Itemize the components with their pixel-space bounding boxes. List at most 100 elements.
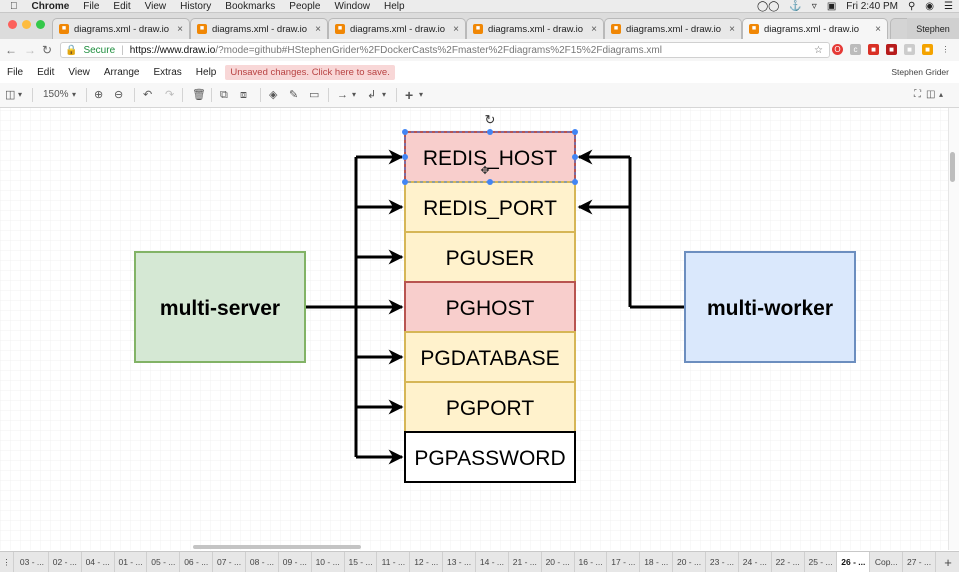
page-tab[interactable]: 06 - ... xyxy=(180,552,214,572)
chevron-down-icon[interactable]: ▾ xyxy=(18,90,23,99)
menubar-item-help[interactable]: Help xyxy=(376,0,405,12)
close-tab-icon[interactable]: × xyxy=(453,23,459,35)
menu-file[interactable]: File xyxy=(7,66,24,78)
window-zoom-button[interactable] xyxy=(36,20,45,29)
page-tab[interactable]: 22 - ... xyxy=(772,552,805,572)
docker-icon[interactable]: ⚓ xyxy=(789,0,802,12)
page-tab[interactable]: 23 - ... xyxy=(706,552,739,572)
chevron-down-icon[interactable]: ▾ xyxy=(352,90,357,99)
waypoints-icon[interactable]: ↲ xyxy=(367,89,377,101)
menubar-item-history[interactable]: History xyxy=(172,0,211,12)
rotate-handle-icon[interactable]: ↻ xyxy=(485,112,496,127)
env-var-pghost[interactable]: PGHOST xyxy=(404,281,576,333)
siri-icon[interactable]: ◉ xyxy=(925,0,935,12)
url-bar[interactable]: 🔒 Secure | https://www.draw.io /?mode=gi… xyxy=(60,42,830,58)
page-tab[interactable]: 01 - ... xyxy=(115,552,148,572)
chevron-down-icon[interactable]: ▾ xyxy=(419,90,424,99)
page-tab[interactable]: Cop... xyxy=(870,552,904,572)
shadow-icon[interactable]: ▭ xyxy=(309,89,320,101)
close-tab-icon[interactable]: × xyxy=(591,23,597,35)
page-tab[interactable]: 05 - ... xyxy=(147,552,181,572)
zoom-level[interactable]: 150% xyxy=(43,89,69,100)
page-tab[interactable]: 15 - ... xyxy=(345,552,378,572)
undo-icon[interactable]: ↶ xyxy=(143,89,153,101)
extension-red-icon[interactable]: ■ xyxy=(868,44,879,55)
zoom-dropdown-icon[interactable]: ▾ xyxy=(72,90,77,99)
browser-tab[interactable]: ■ diagrams.xml - draw.io × xyxy=(466,18,604,39)
page-tab[interactable]: 25 - ... xyxy=(805,552,838,572)
glasses-icon[interactable]: ◯◯ xyxy=(756,0,780,12)
close-tab-icon[interactable]: × xyxy=(729,23,735,35)
page-tab[interactable]: 26 - ... xyxy=(837,552,871,572)
browser-tab[interactable]: ■ diagrams.xml - draw.io × xyxy=(190,18,328,39)
bookmark-star-icon[interactable]: ☆ xyxy=(814,44,823,56)
extension-grey-icon[interactable]: ■ xyxy=(904,44,915,55)
page-tab[interactable]: 14 - ... xyxy=(476,552,509,572)
page-tab[interactable]: 16 - ... xyxy=(575,552,608,572)
back-icon[interactable]: ← xyxy=(5,43,17,57)
page-tab[interactable]: 04 - ... xyxy=(82,552,115,572)
forward-icon[interactable]: → xyxy=(24,43,36,57)
env-var-redis-host[interactable]: REDIS_HOST xyxy=(404,131,576,183)
page-tab[interactable]: 10 - ... xyxy=(312,552,345,572)
menubar-app-name[interactable]: Chrome xyxy=(24,0,70,12)
close-tab-icon[interactable]: × xyxy=(177,23,183,35)
line-color-icon[interactable]: ✎ xyxy=(289,89,299,101)
menu-arrange[interactable]: Arrange xyxy=(103,66,140,78)
redo-icon[interactable]: ↷ xyxy=(165,89,175,101)
fill-color-icon[interactable]: ◈ xyxy=(269,89,278,101)
notification-center-icon[interactable]: ☰ xyxy=(944,0,953,12)
apple-icon[interactable]:  xyxy=(10,1,18,12)
worker-connectors[interactable] xyxy=(577,149,685,309)
chrome-menu-icon[interactable]: ⋮ xyxy=(941,45,950,54)
vertical-scrollbar[interactable] xyxy=(948,108,959,550)
user-name[interactable]: Stephen Grider xyxy=(891,67,949,77)
fullscreen-icon[interactable]: ⛶ xyxy=(914,89,921,100)
format-panel-icon[interactable]: ◫ xyxy=(5,89,16,101)
zoom-in-icon[interactable]: ⊕ xyxy=(94,89,104,101)
page-tab[interactable]: 27 - ... xyxy=(903,552,936,572)
extension-shield-icon[interactable]: ■ xyxy=(886,44,897,55)
add-page-icon[interactable]: + xyxy=(944,554,952,570)
window-close-button[interactable] xyxy=(8,20,17,29)
page-tab[interactable]: 13 - ... xyxy=(443,552,476,572)
page-tab[interactable]: 03 - ... xyxy=(16,552,49,572)
menu-edit[interactable]: Edit xyxy=(37,66,55,78)
css-extension-icon[interactable]: c xyxy=(850,44,861,55)
opera-extension-icon[interactable]: O xyxy=(832,44,843,55)
browser-tab-active[interactable]: ■ diagrams.xml - draw.io × xyxy=(742,18,888,39)
page-tab[interactable]: 21 - ... xyxy=(509,552,542,572)
battery-icon[interactable]: ▣ xyxy=(826,0,837,12)
menubar-clock[interactable]: Fri 2:40 PM xyxy=(846,0,898,12)
window-minimize-button[interactable] xyxy=(22,20,31,29)
page-tab[interactable]: 07 - ... xyxy=(213,552,246,572)
collapse-panel-icon[interactable]: ◫ xyxy=(926,89,936,100)
page-tab[interactable]: 24 - ... xyxy=(739,552,772,572)
server-connectors[interactable] xyxy=(306,149,404,465)
page-tab[interactable]: 09 - ... xyxy=(279,552,312,572)
browser-tab[interactable]: ■ diagrams.xml - draw.io × xyxy=(328,18,466,39)
chevron-up-icon[interactable]: ▴ xyxy=(939,90,944,99)
spotlight-icon[interactable]: ⚲ xyxy=(907,0,916,12)
horizontal-scrollbar-thumb[interactable] xyxy=(193,545,361,549)
diagram-canvas[interactable]: multi-server multi-worker REDIS_HOST RED… xyxy=(0,108,948,550)
unsaved-changes-notice[interactable]: Unsaved changes. Click here to save. xyxy=(225,64,395,80)
browser-tab[interactable]: ■ diagrams.xml - draw.io × xyxy=(52,18,190,39)
menu-view[interactable]: View xyxy=(68,66,90,78)
menubar-item-file[interactable]: File xyxy=(75,0,99,12)
page-tab[interactable]: 11 - ... xyxy=(377,552,411,572)
menubar-item-bookmarks[interactable]: Bookmarks xyxy=(217,0,275,12)
delete-icon[interactable]: 🗑 xyxy=(192,89,206,101)
insert-plus-icon[interactable]: + xyxy=(405,87,414,103)
menu-extras[interactable]: Extras xyxy=(153,66,182,78)
close-tab-icon[interactable]: × xyxy=(875,23,881,35)
reload-icon[interactable]: ↻ xyxy=(42,43,53,57)
menubar-item-window[interactable]: Window xyxy=(326,0,370,12)
page-tab[interactable]: 18 - ... xyxy=(640,552,674,572)
pages-menu-icon[interactable]: ⋮ xyxy=(0,552,14,572)
env-var-pgdatabase[interactable]: PGDATABASE xyxy=(404,331,576,383)
profile-button[interactable]: Stephen xyxy=(907,18,959,39)
page-tab[interactable]: 17 - ... xyxy=(607,552,641,572)
page-tab[interactable]: 08 - ... xyxy=(246,552,279,572)
to-front-icon[interactable]: ⧉ xyxy=(220,89,228,101)
